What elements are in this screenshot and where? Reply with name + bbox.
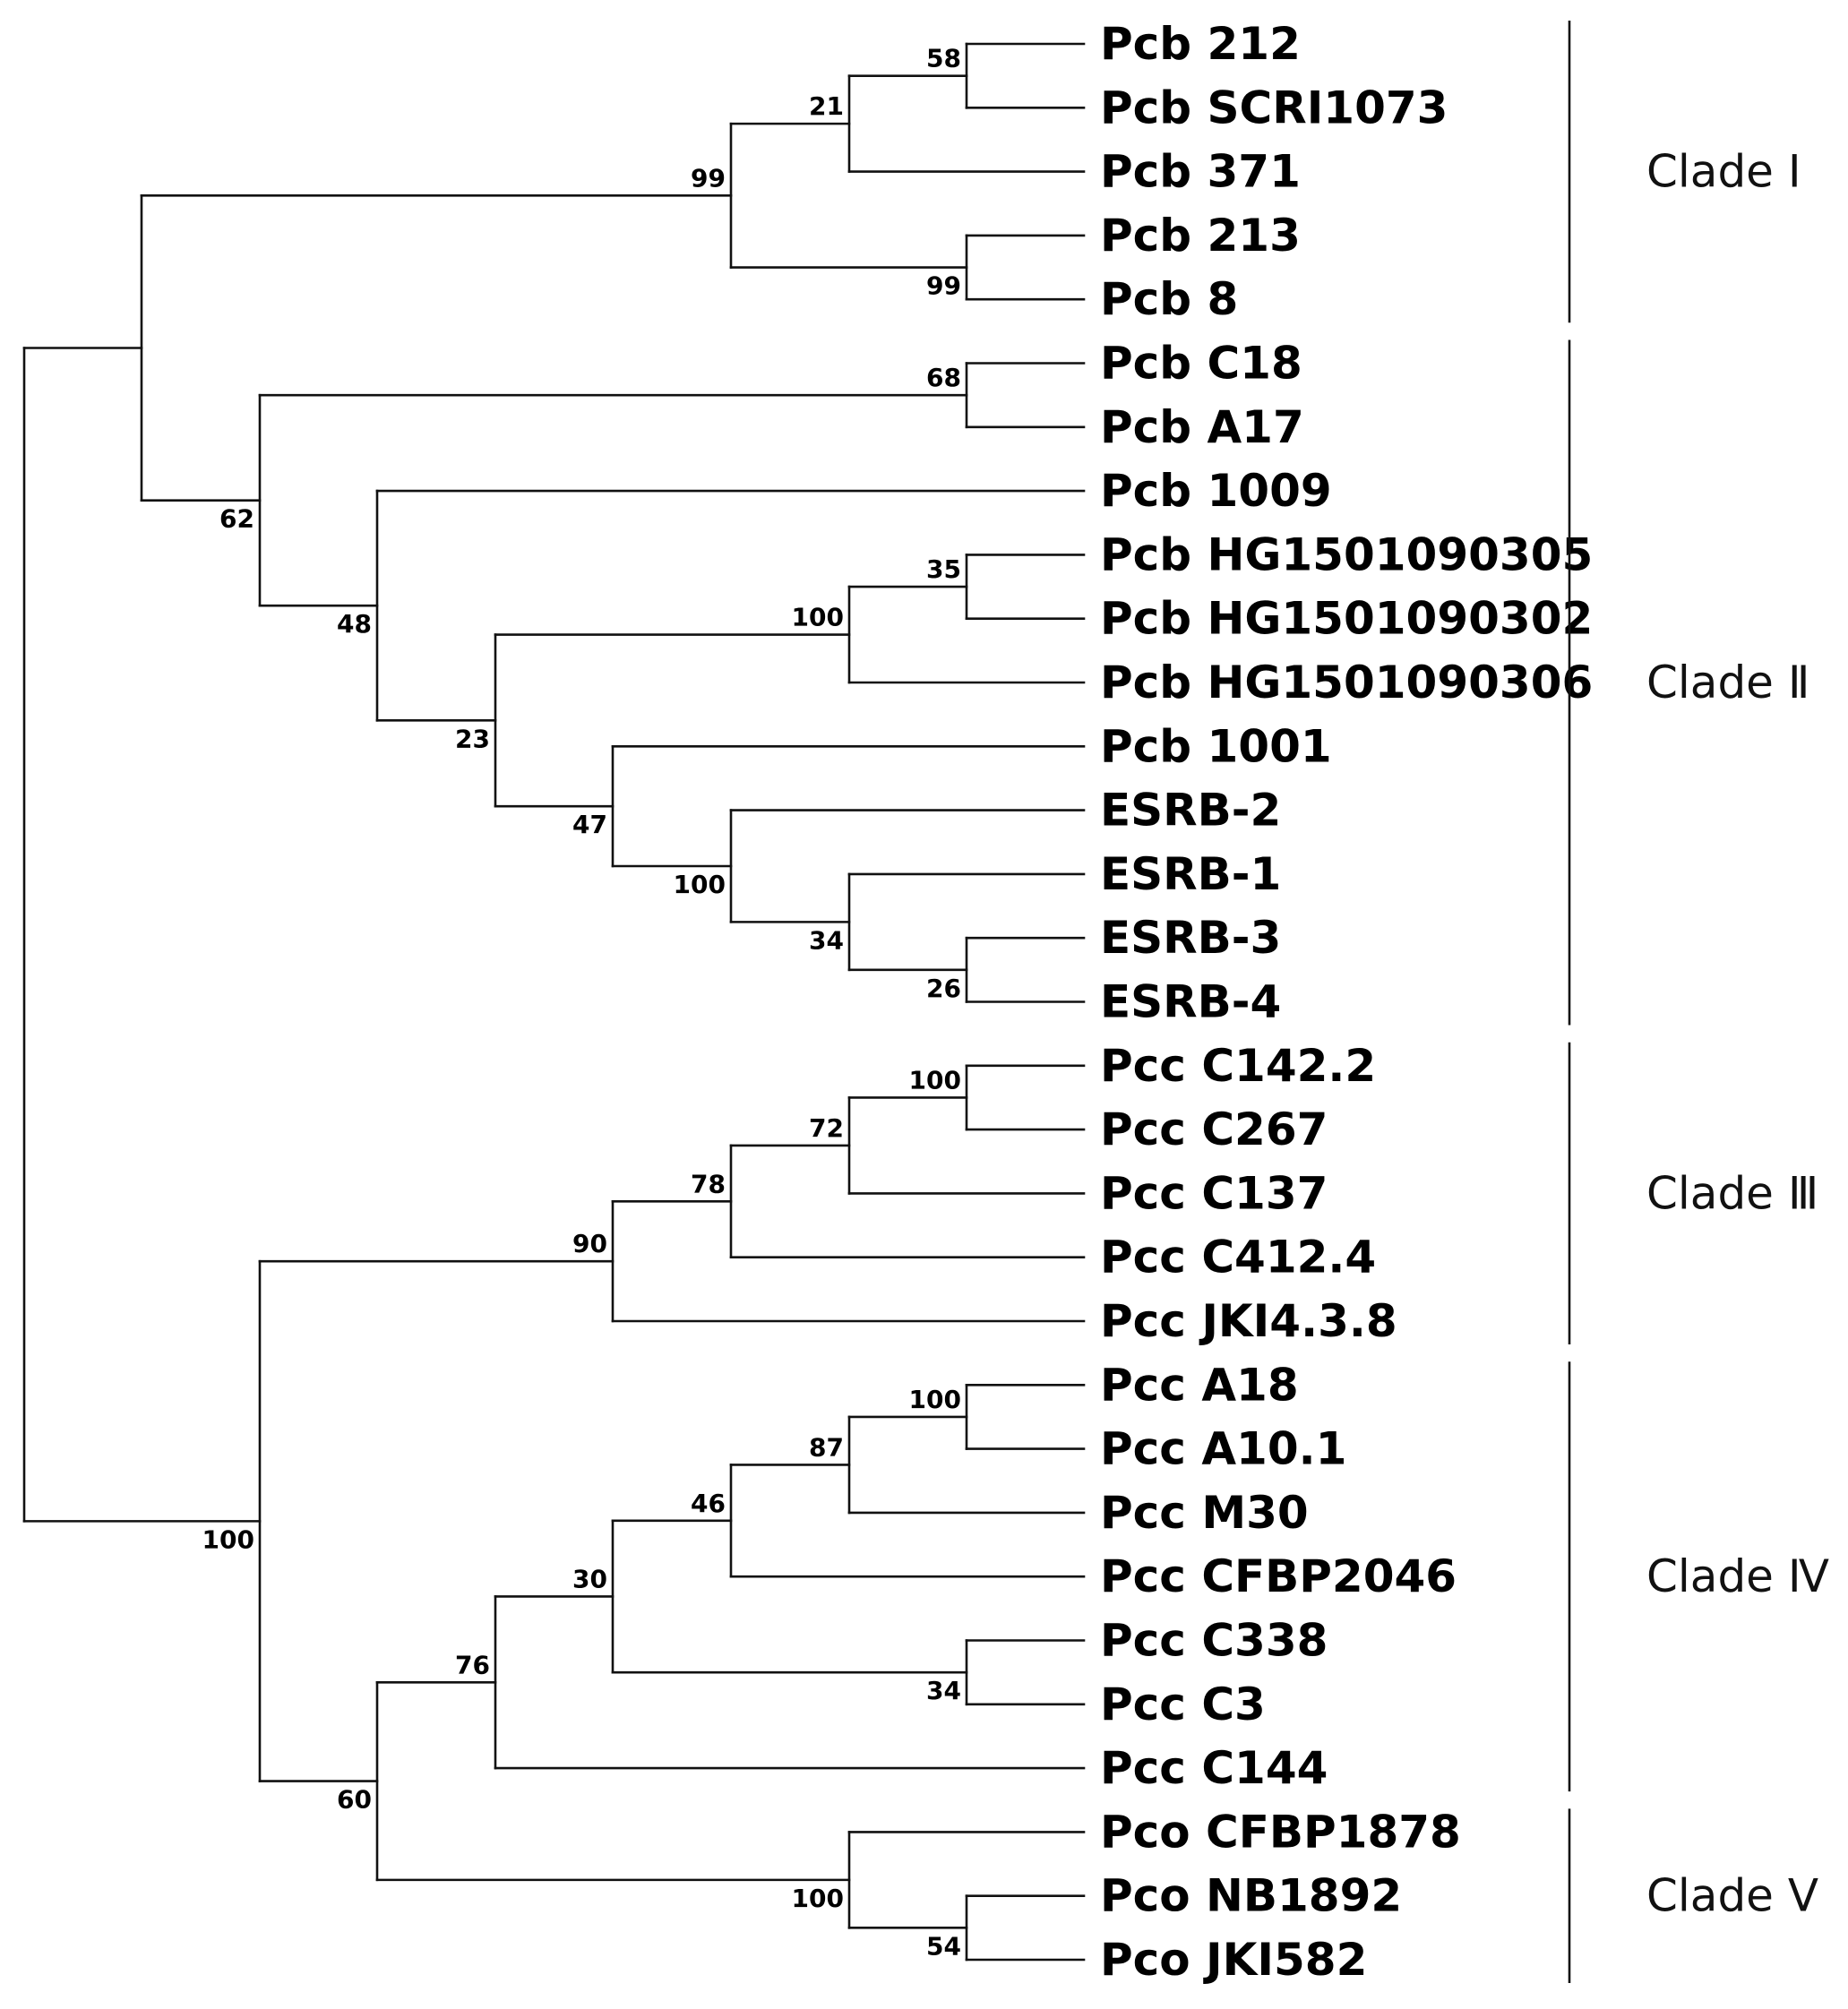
taxon-label: Pco CFBP1878: [1100, 1806, 1461, 1858]
taxon-label: ESRB-4: [1100, 976, 1281, 1028]
clade-label: Clade Ⅰ: [1646, 146, 1801, 198]
bootstrap-value: 23: [455, 724, 490, 753]
taxon-label: Pcb C18: [1100, 338, 1302, 390]
bootstrap-value: 100: [202, 1524, 254, 1554]
taxon-label: Pcc A10.1: [1100, 1423, 1346, 1475]
bootstrap-value: 58: [926, 44, 961, 73]
bootstrap-value: 47: [572, 810, 607, 839]
bootstrap-value: 21: [809, 91, 844, 121]
taxon-label: Pcc C267: [1100, 1103, 1328, 1155]
taxon-label: ESRB-2: [1100, 785, 1281, 837]
bootstrap-value: 72: [809, 1113, 844, 1143]
bootstrap-value: 90: [572, 1229, 607, 1258]
bootstrap-value: 46: [691, 1489, 726, 1518]
taxon-label: Pco JKI582: [1100, 1934, 1367, 1986]
bootstrap-value: 34: [809, 925, 844, 955]
bootstrap-value: 68: [926, 363, 961, 392]
taxon-label: Pcc C3: [1100, 1678, 1266, 1730]
bootstrap-value: 100: [909, 1065, 961, 1095]
bootstrap-value: 54: [926, 1931, 961, 1961]
bootstrap-value: 30: [572, 1564, 607, 1593]
taxon-label: Pcc CFBP2046: [1100, 1550, 1457, 1602]
bootstrap-value: 26: [926, 974, 961, 1003]
taxon-label: Pcc C137: [1100, 1167, 1328, 1219]
taxon-label: ESRB-3: [1100, 912, 1281, 964]
taxon-label: Pco NB1892: [1100, 1870, 1402, 1922]
bootstrap-value: 99: [691, 163, 726, 193]
taxon-label: Pcb A17: [1100, 401, 1304, 453]
taxon-label: Pcc C142.2: [1100, 1040, 1376, 1092]
bootstrap-value: 60: [337, 1785, 372, 1815]
taxon-label: Pcb 371: [1100, 146, 1301, 198]
taxon-label: Pcc C338: [1100, 1615, 1328, 1667]
bootstrap-value: 100: [792, 603, 844, 632]
bootstrap-value: 87: [809, 1432, 844, 1462]
taxon-label: Pcc JKI4.3.8: [1100, 1295, 1397, 1347]
taxon-label: Pcc M30: [1100, 1487, 1309, 1539]
taxon-label: Pcb HG1501090306: [1100, 657, 1593, 708]
taxon-label: Pcb HG1501090302: [1100, 593, 1593, 645]
taxon-label: Pcb SCRI1073: [1100, 82, 1448, 133]
bootstrap-value: 100: [674, 870, 726, 899]
taxon-label: Pcb 8: [1100, 273, 1238, 325]
taxon-label: Pcb HG1501090305: [1100, 528, 1593, 580]
bootstrap-value: 78: [691, 1169, 726, 1198]
taxon-label: Pcb 212: [1100, 18, 1301, 70]
bootstrap-value: 35: [926, 554, 961, 584]
bootstrap-value: 48: [337, 609, 372, 639]
taxon-label: Pcc A18: [1100, 1359, 1299, 1411]
clade-label: Clade Ⅲ: [1646, 1167, 1818, 1219]
taxon-label: Pcb 213: [1100, 210, 1301, 262]
bootstrap-value: 100: [909, 1385, 961, 1414]
taxon-label: Pcb 1009: [1100, 465, 1332, 517]
bootstrap-value: 99: [926, 271, 961, 301]
bootstrap-value: 100: [792, 1884, 844, 1913]
clade-label: Clade Ⅱ: [1646, 657, 1809, 708]
taxon-label: Pcc C144: [1100, 1742, 1328, 1794]
bootstrap-value: 34: [926, 1676, 961, 1705]
taxon-label: Pcb 1001: [1100, 720, 1332, 772]
bootstrap-value: 62: [219, 504, 254, 534]
clade-label: Clade Ⅳ: [1646, 1550, 1829, 1602]
clade-label: Clade Ⅴ: [1646, 1870, 1818, 1922]
bootstrap-value: 76: [455, 1650, 490, 1679]
taxon-label: ESRB-1: [1100, 848, 1281, 900]
taxon-label: Pcc C412.4: [1100, 1232, 1376, 1284]
